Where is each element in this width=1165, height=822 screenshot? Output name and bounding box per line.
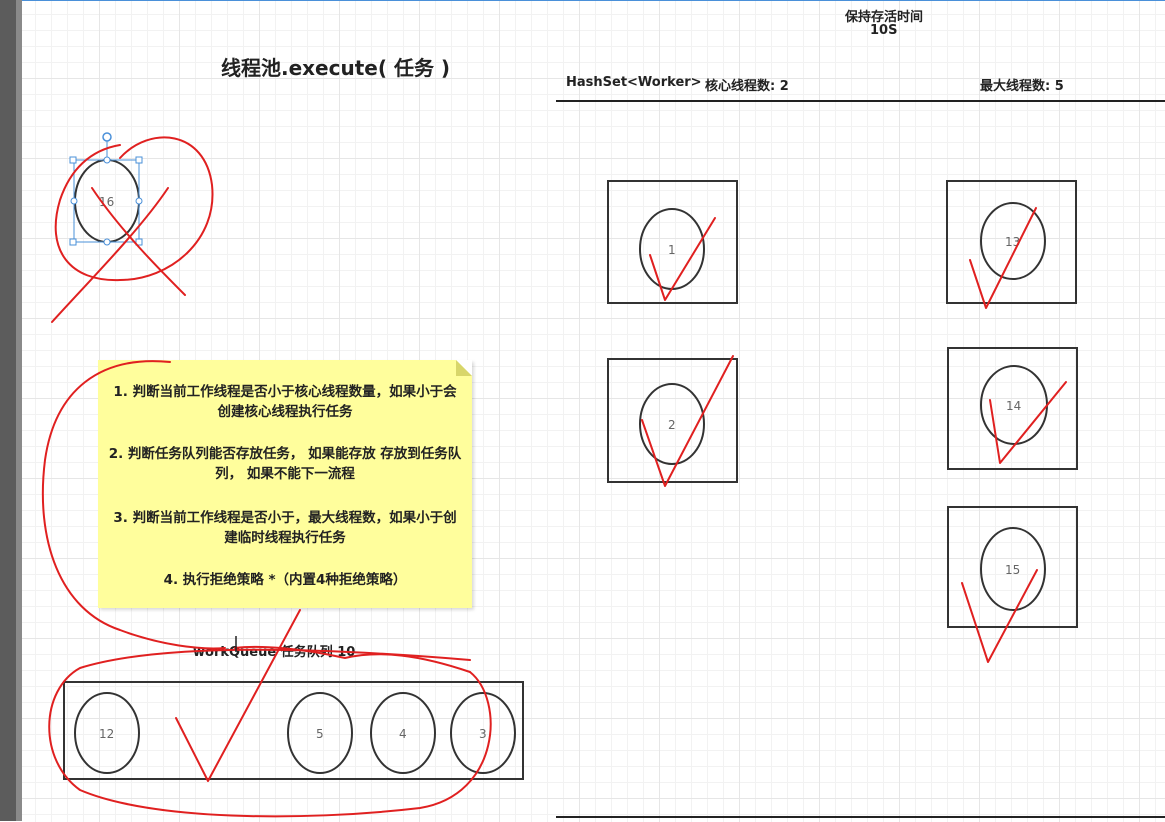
temp-worker-box-13[interactable] bbox=[946, 180, 1077, 304]
task-circle-15[interactable] bbox=[980, 527, 1046, 611]
pool-top-border bbox=[556, 100, 1165, 102]
pool-bottom-border bbox=[556, 816, 1165, 818]
selection-handles[interactable] bbox=[69, 132, 143, 246]
editor-scrollbar[interactable] bbox=[16, 0, 22, 821]
red-check-1 bbox=[649, 217, 716, 301]
red-check-15 bbox=[961, 569, 1038, 663]
red-cross-stroke-2 bbox=[91, 187, 186, 296]
max-threads-label: 最大线程数: 5 bbox=[980, 79, 1064, 94]
task-label-2: 2 bbox=[668, 418, 676, 432]
red-annotations bbox=[41, 136, 1067, 818]
task-circle-13[interactable] bbox=[980, 202, 1046, 280]
red-circle-mark bbox=[54, 136, 214, 282]
red-loop-queue bbox=[48, 648, 492, 818]
red-underline bbox=[234, 645, 471, 673]
task-label-14: 14 bbox=[1006, 399, 1021, 413]
note-step-4: 4. 执行拒绝策略 *（内置4种拒绝策略） bbox=[163, 572, 407, 588]
task-circle-2[interactable] bbox=[639, 383, 705, 465]
queue-circle-4[interactable] bbox=[370, 692, 436, 774]
temp-worker-box-14[interactable] bbox=[947, 347, 1078, 470]
note-fold-shadow bbox=[456, 360, 472, 376]
note-step-3: 3. 判断当前工作线程是否小于，最大线程数，如果小于创建临时线程执行任务 bbox=[113, 510, 457, 546]
process-note[interactable]: 1. 判断当前工作线程是否小于核心线程数量，如果小于会创建核心线程执行任务 2.… bbox=[98, 360, 472, 608]
rotate-handle[interactable] bbox=[102, 132, 112, 142]
queue-label-5: 5 bbox=[316, 727, 324, 741]
red-check-queue bbox=[175, 609, 301, 782]
note-step-1: 1. 判断当前工作线程是否小于核心线程数量，如果小于会创建核心线程执行任务 bbox=[113, 384, 457, 420]
queue-label-4: 4 bbox=[399, 727, 407, 741]
keepalive-value: 10S bbox=[870, 23, 898, 38]
editor-left-edge bbox=[0, 0, 16, 821]
page-title: 线程池.execute( 任务 ) bbox=[221, 56, 451, 80]
red-check-14 bbox=[989, 381, 1067, 464]
queue-circle-3[interactable] bbox=[450, 692, 516, 774]
queue-circle-12[interactable] bbox=[74, 692, 140, 774]
core-threads-label: 核心线程数: 2 bbox=[705, 79, 789, 94]
work-queue-box[interactable] bbox=[63, 681, 524, 780]
task-label-16: 16 bbox=[99, 195, 114, 209]
red-loop-left bbox=[41, 360, 226, 650]
queue-circle-5[interactable] bbox=[287, 692, 353, 774]
task-label-1: 1 bbox=[668, 243, 676, 257]
red-check-13 bbox=[969, 207, 1037, 309]
note-step-2: 2. 判断任务队列能否存放任务， 如果能存放 存放到任务队列， 如果不能下一流程 bbox=[108, 446, 462, 482]
hashset-label: HashSet<Worker> bbox=[566, 75, 702, 90]
queue-label-3: 3 bbox=[479, 727, 487, 741]
core-worker-box-1[interactable] bbox=[607, 180, 738, 304]
red-cross-stroke-1 bbox=[51, 187, 169, 323]
red-check-2 bbox=[641, 355, 734, 487]
task-label-15: 15 bbox=[1005, 563, 1020, 577]
temp-worker-box-15[interactable] bbox=[947, 506, 1078, 628]
queue-label-12: 12 bbox=[99, 727, 114, 741]
core-worker-box-2[interactable] bbox=[607, 358, 738, 483]
work-queue-label: workQueue 任务队列 10 bbox=[193, 645, 356, 660]
keepalive-label: 保持存活时间 bbox=[845, 10, 924, 25]
